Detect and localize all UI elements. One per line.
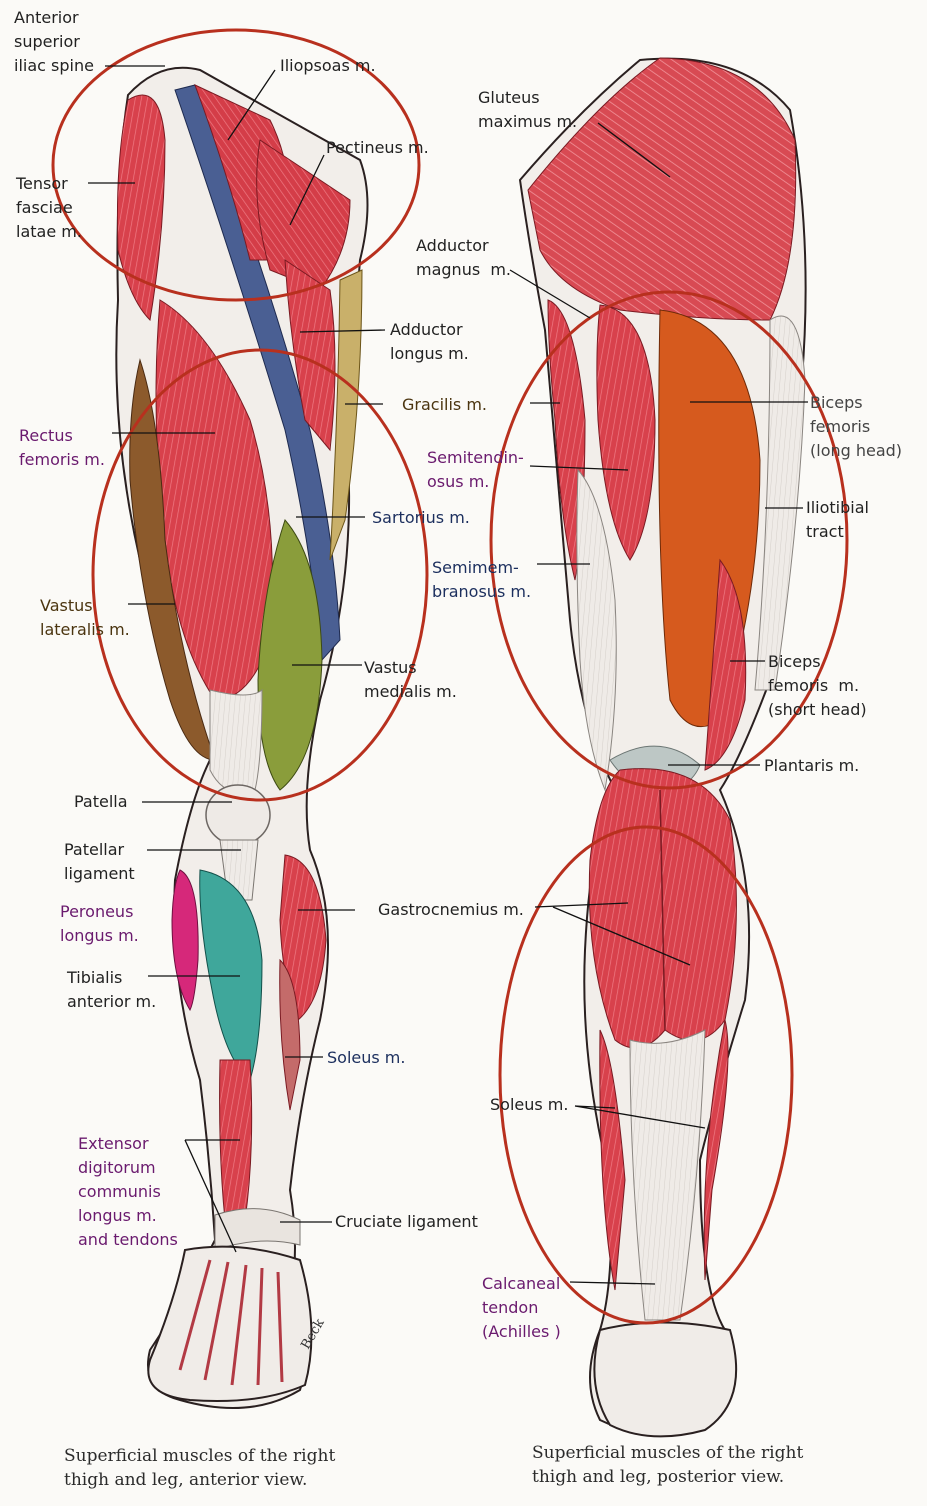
- leader-extensor: [184, 1139, 240, 1253]
- highlight-ellipse-anterior-thigh: [91, 348, 429, 802]
- highlight-ellipse-hip: [51, 28, 421, 302]
- caption-posterior-view: Superficial muscles of the right thigh a…: [532, 1443, 804, 1487]
- soleus-anterior: [279, 958, 301, 1111]
- gracilis-muscle: [329, 269, 363, 561]
- label-plantaris: Plantaris m.: [764, 756, 860, 775]
- label-semitendinosus: Semitendin- osus m.: [427, 448, 524, 491]
- adductor-longus-muscle: [284, 259, 336, 452]
- foot-tendon-lines: [178, 1259, 284, 1386]
- caption-anterior-view: Superficial muscles of the right thigh a…: [64, 1446, 336, 1490]
- label-vastus-medialis: Vastus medialis m.: [364, 658, 457, 701]
- label-iliopsoas: Iliopsoas m.: [280, 56, 376, 75]
- label-pectineus: Pectineus m.: [326, 138, 429, 157]
- anterior-foot: [147, 1245, 313, 1402]
- semitendinosus-muscle: [596, 304, 656, 561]
- label-tensor-fasciae-latae: Tensor fasciae latae m.: [16, 174, 82, 241]
- leader-semitendinosus-b: [529, 465, 629, 471]
- label-tibialis-anterior: Tibialis anterior m.: [67, 968, 157, 1011]
- leader-soleus-posterior: [574, 1105, 706, 1129]
- label-peroneus-longus: Peroneus longus m.: [60, 902, 139, 945]
- soleus-posterior: [599, 1019, 729, 1291]
- label-iliotibial-tract: Iliotibial tract: [806, 498, 869, 541]
- label-biceps-femoris-short-head: Biceps femoris m. (short head): [768, 652, 867, 719]
- vastus-medialis-muscle: [257, 519, 323, 791]
- label-anterior-superior-iliac-spine: Anterior superior iliac spine: [14, 8, 94, 75]
- leader-pectineus: [289, 154, 325, 226]
- leader-lines: [88, 65, 808, 1285]
- leader-gluteus: [597, 122, 671, 178]
- leader-calcaneal: [569, 1281, 656, 1285]
- anterior-leg: [115, 66, 369, 1409]
- label-soleus-posterior: Soleus m.: [490, 1095, 569, 1114]
- label-gastrocnemius: Gastrocnemius m.: [378, 900, 524, 919]
- pectineus-muscle: [256, 139, 351, 291]
- vastus-lateralis-muscle: [129, 358, 216, 761]
- highlight-ellipse-calf: [498, 825, 794, 1325]
- biceps-femoris-short-head: [704, 558, 747, 771]
- label-vastus-lateralis: Vastus lateralis m.: [40, 596, 130, 639]
- sartorius-muscle: [174, 84, 341, 662]
- gastrocnemius-midline: [659, 789, 666, 1031]
- iliotibial-tract: [754, 315, 806, 691]
- label-calcaneal-tendon: Calcaneal tendon (Achilles ): [482, 1274, 561, 1341]
- quadriceps-tendon: [209, 688, 263, 793]
- label-cruciate-ligament: Cruciate ligament: [335, 1212, 478, 1231]
- label-sartorius: Sartorius m.: [372, 508, 470, 527]
- label-adductor-magnus: Adductor magnus m.: [416, 236, 512, 279]
- label-soleus-anterior: Soleus m.: [327, 1048, 406, 1067]
- label-rectus-femoris: Rectus femoris m.: [19, 426, 105, 469]
- cruciate-ligament: [214, 1208, 301, 1251]
- posterior-heel: [593, 1321, 738, 1438]
- leader-adductor-longus: [299, 329, 386, 333]
- patella: [205, 784, 271, 846]
- posterior-leg: [518, 57, 807, 1438]
- leader-iliopsoas: [227, 69, 276, 141]
- gluteus-maximus-muscle: [527, 57, 797, 321]
- label-semimembranosus: Semimem- branosus m.: [432, 558, 532, 601]
- peroneus-longus-muscle: [171, 869, 199, 1012]
- label-biceps-femoris-long-head: Biceps femoris (long head): [810, 393, 903, 460]
- highlight-ellipse-posterior-thigh: [489, 290, 849, 790]
- semimembranosus-muscle: [576, 468, 617, 792]
- adductor-magnus-muscle: [547, 299, 586, 581]
- leader-gastrocnemius-posterior: [534, 902, 691, 966]
- highlight-ellipses: [51, 28, 849, 1325]
- label-extensor-digitorum: Extensor digitorum communis longus m. an…: [78, 1134, 178, 1249]
- label-patella: Patella: [74, 792, 128, 811]
- label-gracilis: Gracilis m.: [402, 395, 488, 414]
- calcaneal-tendon: [629, 1029, 706, 1321]
- tensor-fasciae-latae-muscle: [116, 94, 166, 322]
- label-gluteus-maximus: Gluteus maximus m.: [478, 88, 578, 131]
- leader-adductor-magnus: [509, 269, 591, 319]
- label-patellar-ligament: Patellar ligament: [64, 840, 135, 883]
- label-adductor-longus: Adductor longus m.: [390, 320, 469, 363]
